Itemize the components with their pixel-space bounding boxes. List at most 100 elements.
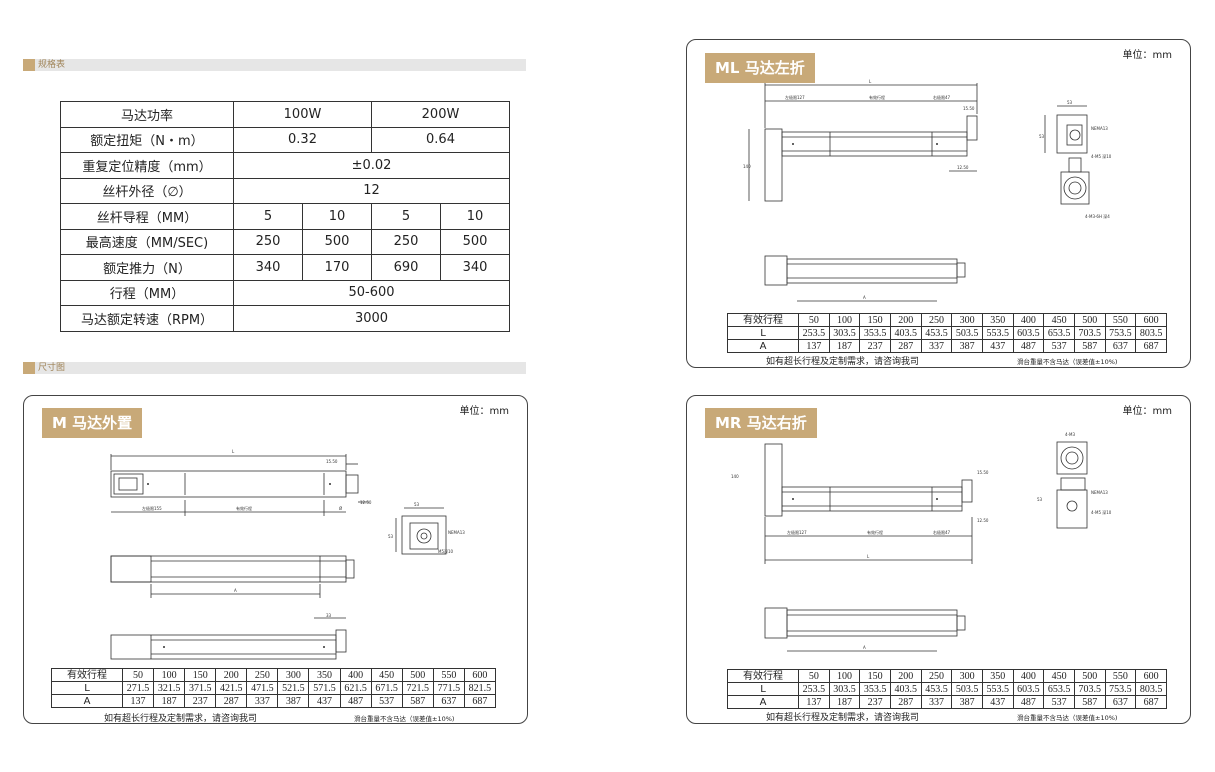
length-cell: 287 (215, 694, 248, 708)
length-row-label: L (727, 682, 799, 696)
dim-rest1: 左极限155 (142, 505, 162, 511)
length-cell: 287 (889, 695, 922, 709)
length-cell: 100 (828, 313, 861, 327)
length-cell: 100 (828, 669, 861, 683)
length-cell: 500 (401, 668, 434, 682)
length-cell: 753.5 (1104, 326, 1137, 340)
length-cell: 137 (798, 339, 830, 353)
length-cell: 503.5 (951, 326, 983, 340)
section-label-spec: 规格表 (38, 60, 66, 70)
svg-text:140: 140 (743, 164, 751, 169)
spec-label: 丝杆外径（∅） (60, 177, 234, 204)
spec-label: 马达功率 (60, 101, 234, 128)
length-cell: 200 (889, 313, 922, 327)
length-cell: 403.5 (889, 682, 922, 696)
spec-label: 重复定位精度（mm） (60, 152, 234, 179)
length-cell: 250 (920, 313, 953, 327)
length-cell: 271.5 (121, 681, 155, 695)
length-cell: 137 (121, 694, 155, 708)
svg-text:右极限47: 右极限47 (933, 529, 951, 535)
dim-L: L (232, 449, 235, 454)
length-cell: 337 (920, 695, 953, 709)
svg-text:L: L (867, 554, 870, 559)
svg-text:有效行程: 有效行程 (867, 529, 883, 535)
svg-text:4-M5 深10: 4-M5 深10 (1091, 153, 1112, 159)
length-cell: 437 (308, 694, 341, 708)
length-cell: 371.5 (184, 681, 217, 695)
length-cell: 587 (401, 694, 434, 708)
spec-value: 5 (233, 203, 303, 230)
length-cell: 353.5 (859, 326, 891, 340)
footnote: 如有超长行程及定制需求，请咨询我司 (766, 357, 920, 367)
section-bar-dim: 尺寸图 (23, 362, 526, 374)
length-cell: 50 (121, 668, 155, 682)
spec-value: 340 (233, 254, 303, 281)
length-cell: 403.5 (889, 326, 922, 340)
length-cell: 237 (184, 694, 217, 708)
length-row-label: L (51, 681, 123, 695)
spec-value: 200W (371, 101, 510, 128)
length-cell: 400 (1012, 669, 1045, 683)
unit-label: 单位：mm (1122, 406, 1172, 417)
svg-text:53: 53 (388, 534, 394, 539)
dim-stroke: 有效行程 (236, 505, 252, 511)
section-chip (23, 59, 35, 71)
length-row-label: A (51, 694, 123, 708)
length-cell: 550 (432, 668, 465, 682)
length-cell: 400 (1012, 313, 1045, 327)
length-cell: 703.5 (1073, 326, 1106, 340)
length-cell: 500 (1073, 669, 1106, 683)
length-cell: 600 (1135, 313, 1167, 327)
svg-text:4-M5 深10: 4-M5 深10 (1091, 509, 1112, 515)
length-cell: 300 (951, 313, 983, 327)
svg-text:53: 53 (414, 502, 420, 507)
svg-text:15.50: 15.50 (963, 106, 975, 111)
spec-row: 丝杆外径（∅）12 (60, 177, 510, 204)
spec-value: ±0.02 (233, 152, 510, 179)
svg-text:有效行程: 有效行程 (869, 94, 885, 100)
length-row-label: 有效行程 (727, 669, 799, 683)
svg-text:NEMA13: NEMA13 (1091, 490, 1108, 495)
spec-value: 340 (440, 254, 510, 281)
length-cell: 537 (370, 694, 403, 708)
length-cell: 553.5 (981, 326, 1014, 340)
length-cell: 300 (951, 669, 983, 683)
length-cell: 450 (1043, 313, 1075, 327)
section-bar-spec: 规格表 (23, 59, 526, 71)
length-cell: 550 (1104, 313, 1137, 327)
length-cell: 771.5 (432, 681, 465, 695)
svg-text:15.50: 15.50 (326, 459, 338, 464)
length-row-label: A (727, 695, 799, 709)
length-cell: 187 (828, 695, 861, 709)
dimension-drawing-ml: L 左极限127 有效行程 右极限47 140 12.50 15.50 A NE… (743, 79, 1112, 302)
length-cell: 600 (1135, 669, 1167, 683)
svg-text:53: 53 (1037, 497, 1043, 502)
length-cell: 253.5 (798, 326, 830, 340)
length-cell: 587 (1073, 695, 1106, 709)
length-cell: 453.5 (920, 326, 953, 340)
length-cell: 337 (920, 339, 953, 353)
length-cell: 637 (1104, 339, 1137, 353)
spec-label: 行程（MM） (60, 279, 234, 306)
footnote-weight: 滑台重量不含马达（误差值±10%) (1017, 358, 1118, 366)
length-cell: 687 (1135, 695, 1167, 709)
spec-value: 12 (233, 177, 510, 204)
spec-value: 3000 (233, 305, 510, 332)
length-cell: 187 (828, 339, 861, 353)
svg-text:A: A (863, 645, 866, 650)
svg-text:A: A (234, 588, 237, 593)
length-cell: 653.5 (1043, 682, 1075, 696)
length-cell: 671.5 (370, 681, 403, 695)
spec-value: 250 (233, 228, 303, 255)
length-cell: 753.5 (1104, 682, 1137, 696)
length-cell: 287 (889, 339, 922, 353)
svg-text:L: L (869, 79, 872, 84)
